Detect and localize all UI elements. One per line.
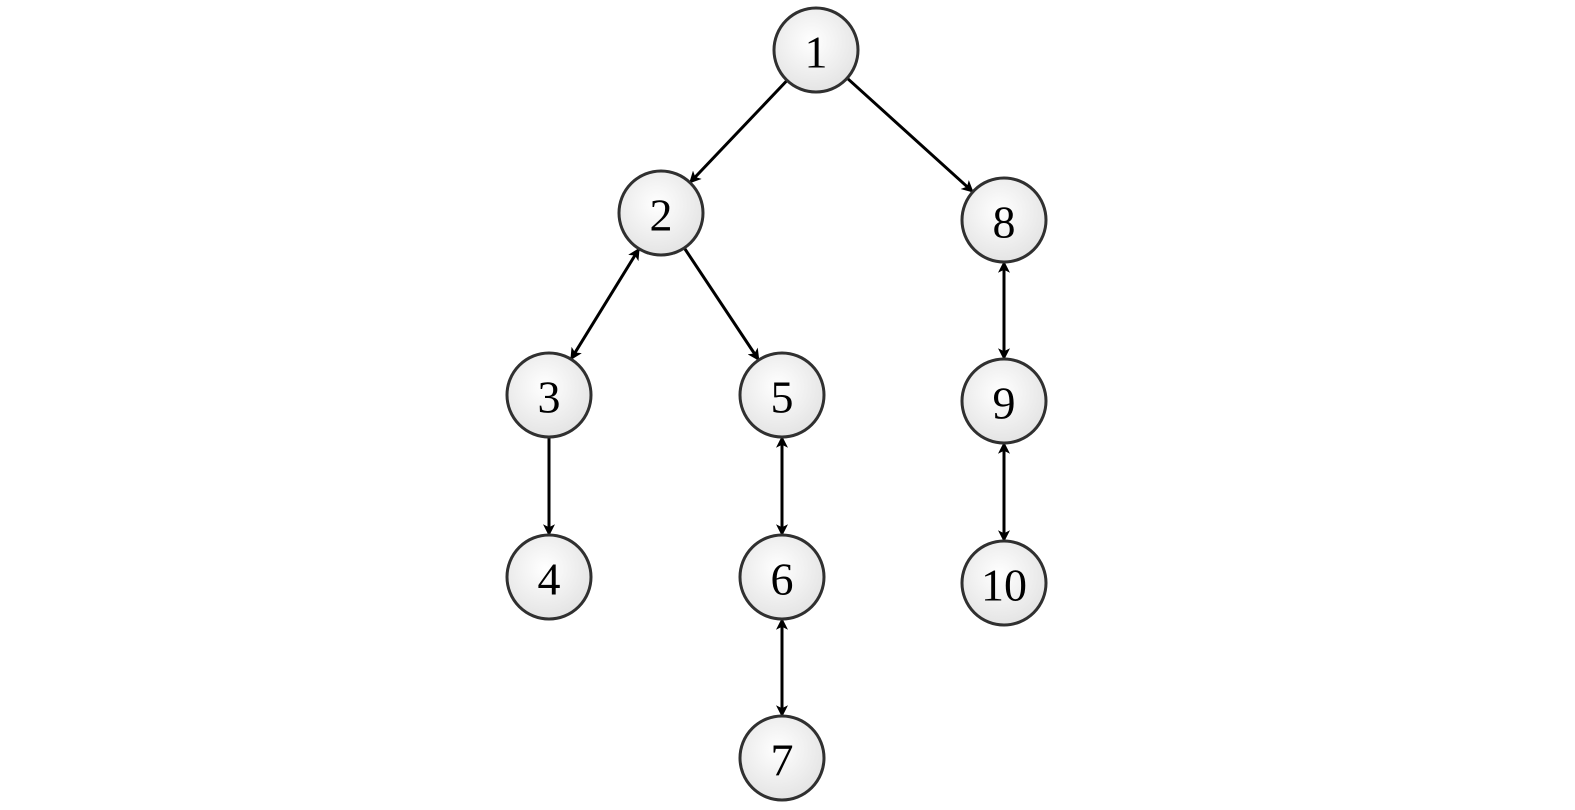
node-circle	[772, 6, 860, 94]
node-label: 2	[650, 190, 673, 241]
node-10: 10	[960, 539, 1048, 627]
node-circle	[960, 176, 1048, 264]
node-label: 6	[771, 554, 794, 605]
node-label: 9	[993, 378, 1016, 429]
node-label: 3	[538, 372, 561, 423]
node-circle	[505, 533, 593, 621]
node-7: 7	[738, 714, 826, 802]
node-circle	[960, 539, 1048, 627]
edge-n2-n3	[569, 247, 641, 361]
edge-n1-n8	[846, 77, 974, 193]
node-circle	[738, 533, 826, 621]
node-label: 7	[771, 735, 794, 786]
node-circle	[617, 169, 705, 257]
node-circle	[505, 351, 593, 439]
node-2: 2	[617, 169, 705, 257]
edge-n2-n5	[683, 247, 760, 361]
node-9: 9	[960, 357, 1048, 445]
node-label: 1	[805, 27, 828, 78]
nodes-layer: 1 2 3 4 5 6 7 8 9 10	[505, 6, 1048, 802]
node-6: 6	[738, 533, 826, 621]
node-circle	[738, 714, 826, 802]
node-3: 3	[505, 351, 593, 439]
node-circle	[738, 351, 826, 439]
node-1: 1	[772, 6, 860, 94]
edge-n1-n2	[688, 79, 789, 184]
node-label: 8	[993, 197, 1016, 248]
node-label: 5	[771, 372, 794, 423]
edges-layer	[543, 77, 1010, 718]
node-circle	[960, 357, 1048, 445]
node-label: 4	[538, 554, 561, 605]
node-4: 4	[505, 533, 593, 621]
node-5: 5	[738, 351, 826, 439]
node-8: 8	[960, 176, 1048, 264]
node-label: 10	[981, 560, 1027, 611]
